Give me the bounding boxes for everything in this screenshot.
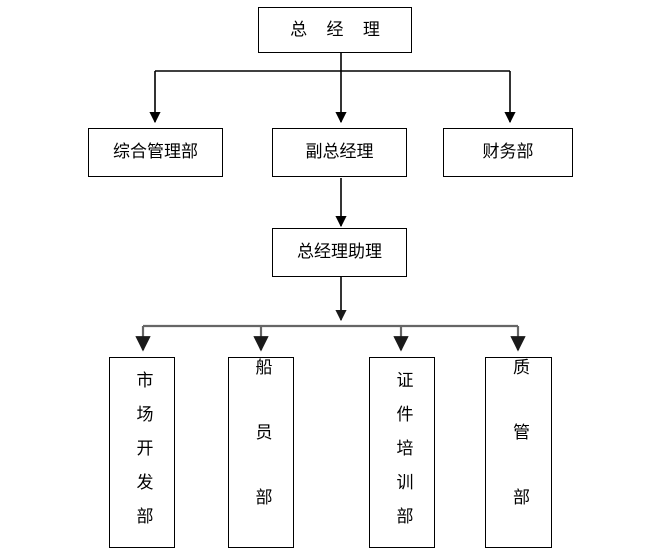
- node-label: 市场开发部: [132, 370, 153, 541]
- node-label: 总 经 理: [290, 19, 387, 40]
- connector-assistant-to-level4: [135, 277, 526, 352]
- connector-gm-to-level2: [149, 53, 516, 124]
- node-assistant-general-manager[interactable]: 总经理助理: [272, 228, 407, 277]
- node-crew-dept[interactable]: 船员部: [228, 357, 294, 553]
- node-general-manager[interactable]: 总 经 理: [258, 7, 412, 53]
- node-certificate-training-dept[interactable]: 证件培训部: [369, 357, 435, 548]
- node-comprehensive-management-dept[interactable]: 综合管理部: [88, 128, 223, 177]
- node-label: 副总经理: [305, 142, 374, 163]
- node-quality-management-dept[interactable]: 质管部: [485, 357, 552, 553]
- node-label: 总经理助理: [297, 242, 382, 263]
- node-label: 综合管理部: [113, 142, 198, 163]
- node-label: 质管部: [509, 358, 529, 553]
- node-label: 船员部: [251, 358, 272, 553]
- node-label: 财务部: [482, 142, 534, 163]
- node-market-development-dept[interactable]: 市场开发部: [109, 357, 175, 548]
- node-label: 证件培训部: [392, 370, 413, 541]
- node-deputy-general-manager[interactable]: 副总经理: [272, 128, 407, 177]
- node-finance-dept[interactable]: 财务部: [443, 128, 573, 177]
